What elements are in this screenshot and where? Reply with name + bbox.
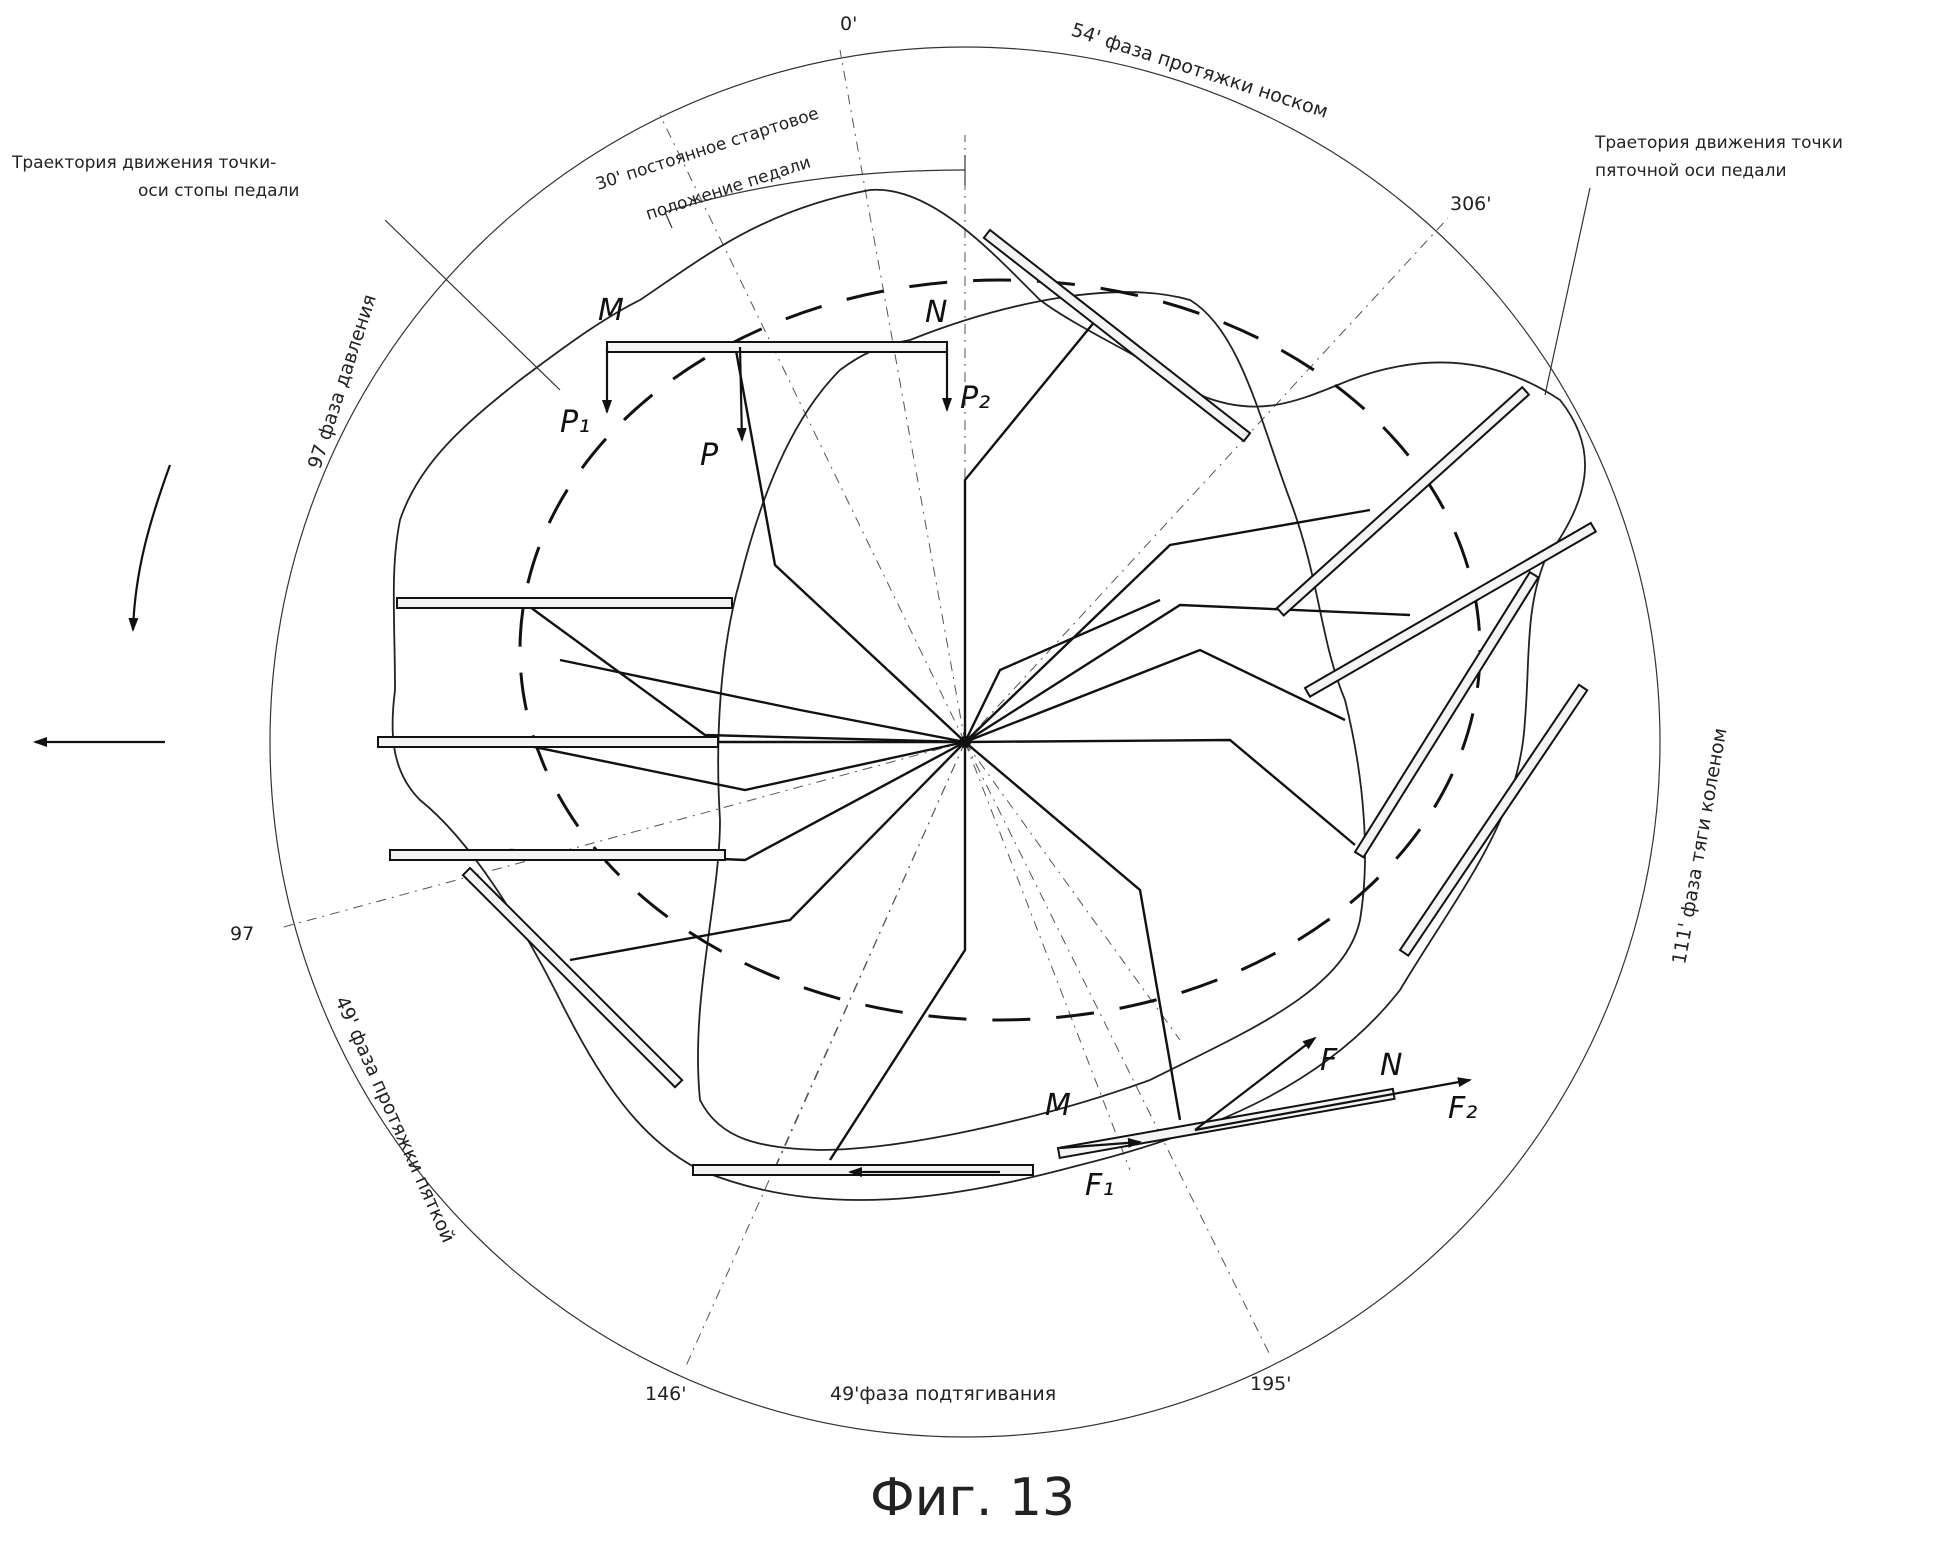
spoke-15 — [963, 598, 1161, 743]
phase-pressure-label: 97 фаза давления — [304, 292, 381, 472]
point-F1: F₁ — [1085, 1168, 1114, 1203]
arrow-F2 — [1194, 1077, 1472, 1132]
start-tick-1 — [664, 211, 673, 229]
point-P: P — [700, 438, 719, 473]
dashed-pedal-circle — [518, 278, 1482, 1022]
pedal-bottom — [692, 1164, 1034, 1176]
spoke-4 — [964, 603, 1411, 744]
phase-start-position-line1: 30' постоянное стартовое — [593, 104, 821, 195]
pedal-right-2 — [1303, 521, 1598, 699]
pedal-top-right — [982, 228, 1252, 443]
spoke-10 — [509, 740, 966, 862]
angle-195-label: 195' — [1250, 1373, 1292, 1395]
spoke-8 — [828, 742, 967, 1161]
heel-axis-trajectory — [697, 291, 1366, 1151]
spoke-14 — [559, 658, 966, 744]
phase-knee-pull-label: 111' фаза тяги коленом — [1668, 726, 1731, 966]
figure-caption: Фиг. 13 — [870, 1468, 1075, 1528]
point-F2: F₂ — [1448, 1091, 1477, 1126]
start-position-arc — [664, 169, 966, 213]
pedal-left-diag — [461, 866, 684, 1089]
radius-0 — [839, 49, 966, 743]
radius-97 — [279, 741, 966, 929]
spoke-13 — [529, 606, 966, 744]
crank-spokes — [499, 314, 1411, 1161]
phase-pull-up-label: 49'фаза подтягивания — [830, 1383, 1056, 1405]
radius-30 — [659, 114, 966, 743]
spoke-9 — [569, 741, 966, 962]
point-M-top: M — [598, 293, 624, 328]
spoke-11 — [499, 738, 966, 792]
point-P1: P₁ — [560, 405, 590, 440]
spoke-3 — [964, 508, 1371, 743]
pedal-right-3 — [1353, 570, 1540, 859]
angle-146-label: 146' — [645, 1383, 687, 1405]
outer-circle — [269, 46, 1661, 1438]
pointer-foot-axis — [384, 219, 561, 391]
radius-extra-2 — [769, 741, 966, 1181]
radius-extra-4 — [964, 741, 1181, 1041]
foot-axis-annotation-line2: оси стопы педали — [138, 181, 299, 201]
angle-306-label: 306' — [1450, 193, 1492, 215]
foot-axis-trajectory — [391, 189, 1586, 1201]
curved-arrow-icon — [128, 464, 172, 632]
point-P2: P₂ — [960, 381, 990, 416]
spoke-1 — [733, 344, 966, 743]
spoke-5 — [964, 648, 1346, 744]
pointer-heel-axis — [1544, 187, 1591, 396]
heel-axis-annotation-line1: Траетория движения точки — [1594, 133, 1843, 153]
angle-0-label: 0' — [840, 13, 857, 35]
phase-toe-pull-label: 54' фаза протяжки носком — [1068, 19, 1330, 123]
pedal-right-1 — [1275, 385, 1531, 617]
phase-heel-pull-label: 49' фаза протяжки пяткой — [330, 993, 459, 1246]
arrow-P — [736, 346, 747, 442]
heel-axis-annotation-line2: пяточной оси педали — [1595, 161, 1787, 181]
radius-extra-3 — [964, 741, 1131, 1171]
arrow-F1 — [1059, 1137, 1142, 1150]
angle-97-label: 97 — [230, 923, 254, 945]
pedal-positions — [377, 228, 1598, 1176]
point-F: F — [1320, 1043, 1338, 1078]
pedal-left-2 — [377, 736, 719, 748]
point-N-top: N — [925, 295, 947, 330]
radius-306 — [964, 217, 1449, 743]
point-M-bottom: M — [1045, 1088, 1071, 1123]
pedal-right-4 — [1398, 683, 1589, 957]
pedal-left-1 — [396, 597, 733, 609]
point-N-bottom: N — [1380, 1048, 1402, 1083]
foot-axis-annotation-line1: Траектория движения точки- — [11, 153, 276, 173]
spoke-2 — [963, 314, 1101, 742]
pedal-top — [606, 341, 948, 353]
crank-center — [959, 736, 971, 748]
pedal-left-3 — [389, 849, 726, 861]
force-arrows — [33, 346, 1472, 1177]
spoke-7 — [964, 741, 1182, 1121]
spoke-6 — [964, 738, 1356, 846]
arrow-F — [1194, 1036, 1317, 1131]
radius-195 — [964, 741, 1271, 1356]
